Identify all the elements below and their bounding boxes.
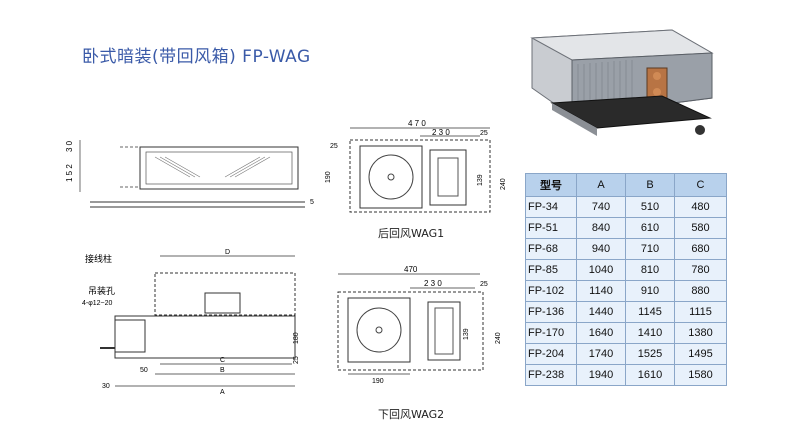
header-model: 型号	[525, 173, 577, 197]
label-hanging-hole-spec: 4-φ12~20	[82, 300, 113, 307]
cell-C: 880	[674, 280, 727, 302]
page-title: 卧式暗装(带回风箱) FP-WAG	[82, 47, 311, 67]
cell-C: 1495	[674, 343, 727, 365]
cell-model: FP-136	[525, 301, 577, 323]
cell-model: FP-51	[525, 217, 577, 239]
cell-A: 1140	[576, 280, 626, 302]
dim-139: 139	[477, 174, 484, 186]
cell-B: 1525	[625, 343, 675, 365]
dim-50: 50	[140, 367, 148, 374]
dim-B: B	[220, 367, 225, 374]
dim-190: 190	[325, 171, 332, 183]
dim-25: 25	[293, 356, 300, 364]
dim-180: 180	[293, 332, 300, 344]
front-view-drawing: 接线柱 吊装孔 4-φ12~20 D 180 25 C B 50 A 30	[82, 249, 300, 396]
cell-model: FP-34	[525, 196, 577, 218]
dim-470: 4 7 0	[408, 119, 426, 128]
cell-A: 940	[576, 238, 626, 260]
dim-190-b: 190	[372, 378, 384, 385]
cell-A: 1440	[576, 301, 626, 323]
label-terminal: 接线柱	[85, 253, 112, 264]
cell-model: FP-238	[525, 364, 577, 386]
cell-C: 1380	[674, 322, 727, 344]
dim-230: 2 3 0	[432, 128, 450, 137]
dim-A: A	[220, 389, 225, 396]
dim-230-b: 2 3 0	[424, 279, 442, 288]
cell-A: 1740	[576, 343, 626, 365]
cell-B: 810	[625, 259, 675, 281]
caption-back-return: 后回风WAG1	[378, 227, 445, 240]
cell-C: 780	[674, 259, 727, 281]
cell-C: 1580	[674, 364, 727, 386]
header-B: B	[625, 173, 675, 197]
cell-model: FP-170	[525, 322, 577, 344]
cell-B: 510	[625, 196, 675, 218]
wag1-view-drawing: 4 7 0 2 3 0 25 25 190 139 240	[325, 119, 507, 213]
dim-30: 3 0	[65, 140, 74, 152]
table-header-row: 型号 A B C	[525, 173, 727, 197]
dim-s: 5	[310, 199, 314, 206]
cell-C: 580	[674, 217, 727, 239]
cell-model: FP-68	[525, 238, 577, 260]
cell-C: 480	[674, 196, 727, 218]
cell-model: FP-204	[525, 343, 577, 365]
cell-model: FP-102	[525, 280, 577, 302]
dim-139-b: 139	[463, 328, 470, 340]
dim-25a: 25	[480, 130, 488, 137]
cell-B: 1410	[625, 322, 675, 344]
dim-30-front: 30	[102, 383, 110, 390]
header-C: C	[674, 173, 727, 197]
product-photo	[530, 29, 714, 136]
dim-240: 240	[500, 178, 507, 190]
cell-model: FP-85	[525, 259, 577, 281]
side-view-drawing: 3 0 1 5 2 5	[65, 140, 314, 208]
dim-152: 1 5 2	[65, 164, 74, 182]
wag2-view-drawing: 470 2 3 0 25 190 139 240	[337, 265, 502, 385]
cell-B: 1610	[625, 364, 675, 386]
cell-C: 1115	[674, 301, 727, 323]
cell-B: 910	[625, 280, 675, 302]
cell-A: 1040	[576, 259, 626, 281]
dim-D: D	[225, 249, 230, 256]
cell-A: 1940	[576, 364, 626, 386]
dim-25-b: 25	[480, 281, 488, 288]
cell-C: 680	[674, 238, 727, 260]
cell-A: 1640	[576, 322, 626, 344]
cell-B: 610	[625, 217, 675, 239]
caption-bottom-return: 下回风WAG2	[378, 408, 445, 421]
dim-C: C	[220, 357, 225, 364]
dim-470-b: 470	[404, 265, 418, 274]
header-A: A	[576, 173, 626, 197]
dim-240-b: 240	[495, 332, 502, 344]
cell-B: 710	[625, 238, 675, 260]
cell-A: 740	[576, 196, 626, 218]
label-hanging-hole: 吊装孔	[88, 285, 115, 296]
cell-A: 840	[576, 217, 626, 239]
cell-B: 1145	[625, 301, 675, 323]
dim-25b: 25	[330, 143, 338, 150]
